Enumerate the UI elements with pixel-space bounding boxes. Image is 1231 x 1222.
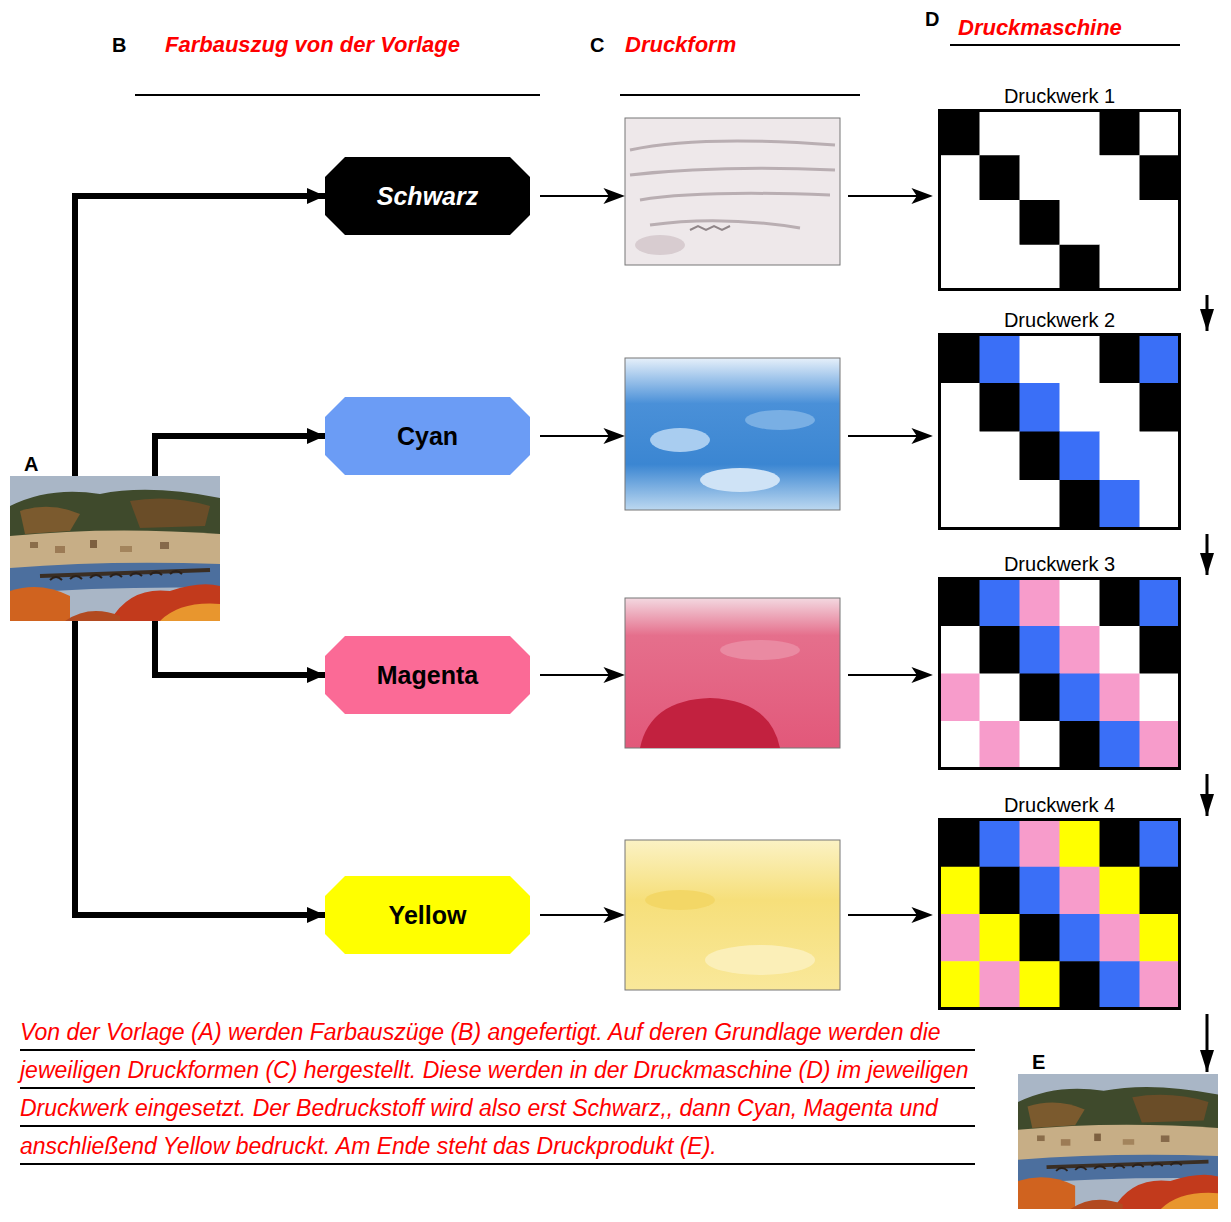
octagon-text-holder: Cyan [325, 397, 530, 475]
flow-arrow [75, 196, 325, 476]
color-grid [938, 818, 1181, 1010]
flow-arrow [1206, 774, 1209, 816]
press-unit-title: Druckwerk 3 [1004, 553, 1115, 575]
color-grid [938, 333, 1181, 530]
flow-arrow [155, 621, 325, 675]
flow-arrow [75, 621, 325, 915]
landscape-picture [1018, 1074, 1218, 1209]
caption: Von der Vorlage (A) werden Farbauszüge (… [20, 1013, 975, 1165]
label-holder: B [112, 34, 126, 57]
flow-arrow [1206, 1014, 1209, 1072]
separation-name: Yellow [389, 901, 467, 930]
color-separation-octagon: Yellow [325, 876, 530, 954]
press-unit-heading-holder: Druckwerk 3 [938, 552, 1181, 577]
section-letter: B [112, 34, 126, 56]
landscape-picture [10, 476, 220, 621]
separation-name: Schwarz [377, 182, 478, 211]
label-holder: D [925, 8, 939, 31]
druckform-yellow [625, 840, 840, 990]
caption-holder: Von der Vorlage (A) werden Farbauszüge (… [20, 1013, 975, 1165]
section-heading: Druckmaschine [958, 15, 1122, 40]
octagon-text-holder: Schwarz [325, 157, 530, 235]
press-unit-title: Druckwerk 1 [1004, 85, 1115, 107]
picture-node: E [1018, 1050, 1218, 1209]
press-unit-title: Druckwerk 2 [1004, 309, 1115, 331]
section-heading: Farbauszug von der Vorlage [165, 32, 460, 57]
press-unit: Druckwerk 1 [938, 84, 1181, 291]
picture-node: A [10, 452, 220, 621]
press-unit-heading-holder: Druckwerk 4 [938, 793, 1181, 818]
flow-arrow [1206, 295, 1209, 331]
process-arrows [540, 190, 930, 921]
separation-name: Cyan [397, 422, 458, 451]
color-grid [938, 109, 1181, 291]
color-grid [938, 577, 1181, 770]
section-letter: C [590, 34, 604, 56]
separation-name: Magenta [377, 661, 478, 690]
label-holder: C [590, 34, 604, 57]
druckform-magenta [625, 598, 840, 748]
flow-arrow [1206, 534, 1209, 575]
section-letter: D [925, 8, 939, 30]
press-unit-heading-holder: Druckwerk 1 [938, 84, 1181, 109]
color-separation-octagon: Magenta [325, 636, 530, 714]
druckform-cyan [625, 358, 840, 510]
label-holder: Farbauszug von der Vorlage [165, 32, 460, 58]
section-heading: Druckform [625, 32, 736, 57]
press-unit-title: Druckwerk 4 [1004, 794, 1115, 816]
press-unit-heading-holder: Druckwerk 2 [938, 308, 1181, 333]
press-unit: Druckwerk 3 [938, 552, 1181, 770]
press-unit: Druckwerk 4 [938, 793, 1181, 1010]
picture-letter: E [1032, 1051, 1045, 1073]
flow-arrow [155, 436, 325, 476]
octagon-text-holder: Yellow [325, 876, 530, 954]
color-separation-octagon: Cyan [325, 397, 530, 475]
label-holder: Druckmaschine [958, 15, 1122, 41]
picture-heading-holder: E [1018, 1050, 1218, 1074]
octagon-text-holder: Magenta [325, 636, 530, 714]
press-unit: Druckwerk 2 [938, 308, 1181, 530]
picture-heading-holder: A [10, 452, 220, 476]
color-separation-octagon: Schwarz [325, 157, 530, 235]
picture-letter: A [24, 453, 38, 475]
label-holder: Druckform [625, 32, 736, 58]
druckform-black [625, 118, 840, 265]
